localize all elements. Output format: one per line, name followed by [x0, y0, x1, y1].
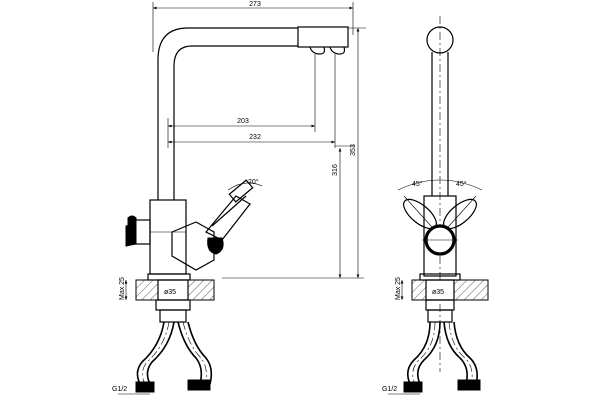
swing-left-label: 45° [412, 180, 423, 188]
dim-height-total-label: 353 [350, 144, 357, 156]
spout [157, 26, 349, 200]
lever-angle-label: 20° [248, 178, 259, 186]
dim-reach: 203 232 [167, 118, 335, 148]
dim-reach-1-label: 203 [237, 118, 249, 125]
max-thickness-right-label: Max 25 [395, 277, 402, 300]
flex-hoses-left: G1/2 [112, 309, 213, 395]
thread-right-label: G1/2 [382, 386, 397, 393]
dim-width-top-label: 273 [249, 1, 261, 8]
dim-reach-2-label: 232 [249, 134, 261, 141]
thread-left-label: G1/2 [112, 386, 127, 393]
dim-width-top: 273 [152, 1, 354, 52]
countertop-section: ø35 Max 25 [119, 273, 215, 311]
side-view: 45° 45° ø35 Max 25 G1/2 [382, 16, 489, 395]
diameter-right-label: ø35 [432, 289, 444, 296]
faucet-body: 20° [125, 178, 263, 275]
flex-hoses-right: G1/2 [382, 309, 481, 395]
diameter-left-label: ø35 [164, 289, 176, 296]
max-thickness-left-label: Max 25 [119, 277, 126, 300]
front-view: 273 203 232 316 [112, 1, 366, 395]
dim-height-outlet-label: 316 [332, 164, 339, 176]
swing-right-label: 45° [456, 180, 467, 188]
dim-heights: 316 353 [222, 27, 366, 279]
